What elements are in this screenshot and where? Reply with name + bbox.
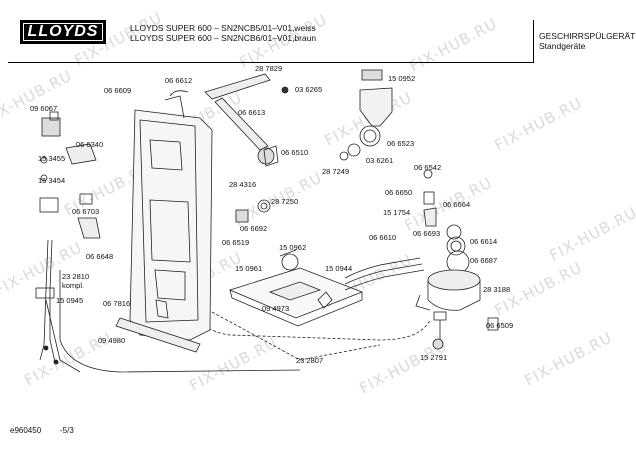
part-number: 09 6067 [30,104,58,113]
bottom-rail [115,317,201,353]
hose [344,257,421,279]
part-number: 15 2791 [420,353,448,362]
part-number: 06 6687 [470,256,498,265]
brand-name: LLOYDS [22,23,104,41]
part-number: 15 0952 [388,74,416,83]
part-number: 15 0961 [235,264,263,273]
hose [344,269,425,291]
part-number: kompl. [62,281,85,290]
part-number: 06 6614 [470,237,498,246]
part-number: 06 6509 [486,321,514,330]
part-number: 15 3455 [38,154,66,163]
part-number: 28 3188 [483,285,511,294]
header-rule [8,62,534,63]
part-number: 15 0962 [279,243,307,252]
model-line-1: LLOYDS SUPER 600 – SN2NCB5/01–V01,weiss [130,23,316,33]
top-rail [204,73,271,100]
part-number: 03 6265 [295,85,323,94]
part-number: 15 0944 [325,264,353,273]
side-panel [129,109,213,341]
base-outline [59,270,301,373]
part-number: 06 6523 [387,139,415,148]
part-number: 06 6340 [76,140,104,149]
base-outline [189,299,381,361]
part-number: 06 6610 [369,233,397,242]
part-number: 28 7249 [322,167,350,176]
model-line-2: LLOYDS SUPER 600 – SN2NCB6/01–V01,braun [130,33,317,43]
part-number: 06 6703 [72,207,100,216]
category-line-2: Standgeräte [539,41,586,51]
part-number: 09 4980 [98,336,126,345]
part-number: 06 6519 [222,238,250,247]
pump-housing [427,269,481,291]
base-outline [189,180,431,341]
category-line-1: GESCHIRRSPÜLGERÄTE [539,31,636,41]
page-number: -5/3 [60,426,74,435]
wiring-harness [39,239,49,361]
part-number: 15 0945 [56,296,84,305]
part-number: 23 2807 [296,356,324,365]
doc-id: e960450 [10,426,42,435]
part-number: 06 6609 [104,86,132,95]
part-number: 06 6648 [86,252,114,261]
brand-logo: LLOYDS [20,20,106,44]
part-number: 06 6692 [240,224,268,233]
part-number: 06 6510 [281,148,309,157]
part-number: 28 7829 [255,64,283,73]
part-number: 06 6650 [385,188,413,197]
part-number: 06 6542 [414,163,442,172]
part-number: 03 6261 [366,156,394,165]
part-number: 15 1754 [383,208,411,217]
part-number: 06 6664 [443,200,471,209]
part-number: 06 6693 [413,229,441,238]
part-number: 06 6612 [165,76,193,85]
wiring-harness [49,239,56,363]
part-number: 15 3454 [38,176,66,185]
header-divider [533,20,534,62]
part-number: 28 7250 [271,197,299,206]
part-number: 09 4973 [262,304,290,313]
hose [344,263,423,285]
part-number: 06 6613 [238,108,266,117]
part-number: 28 4316 [229,180,257,189]
part-number: 06 7816 [103,299,131,308]
part-number: 23 2810 [62,272,90,281]
wiring-harness [45,299,81,373]
